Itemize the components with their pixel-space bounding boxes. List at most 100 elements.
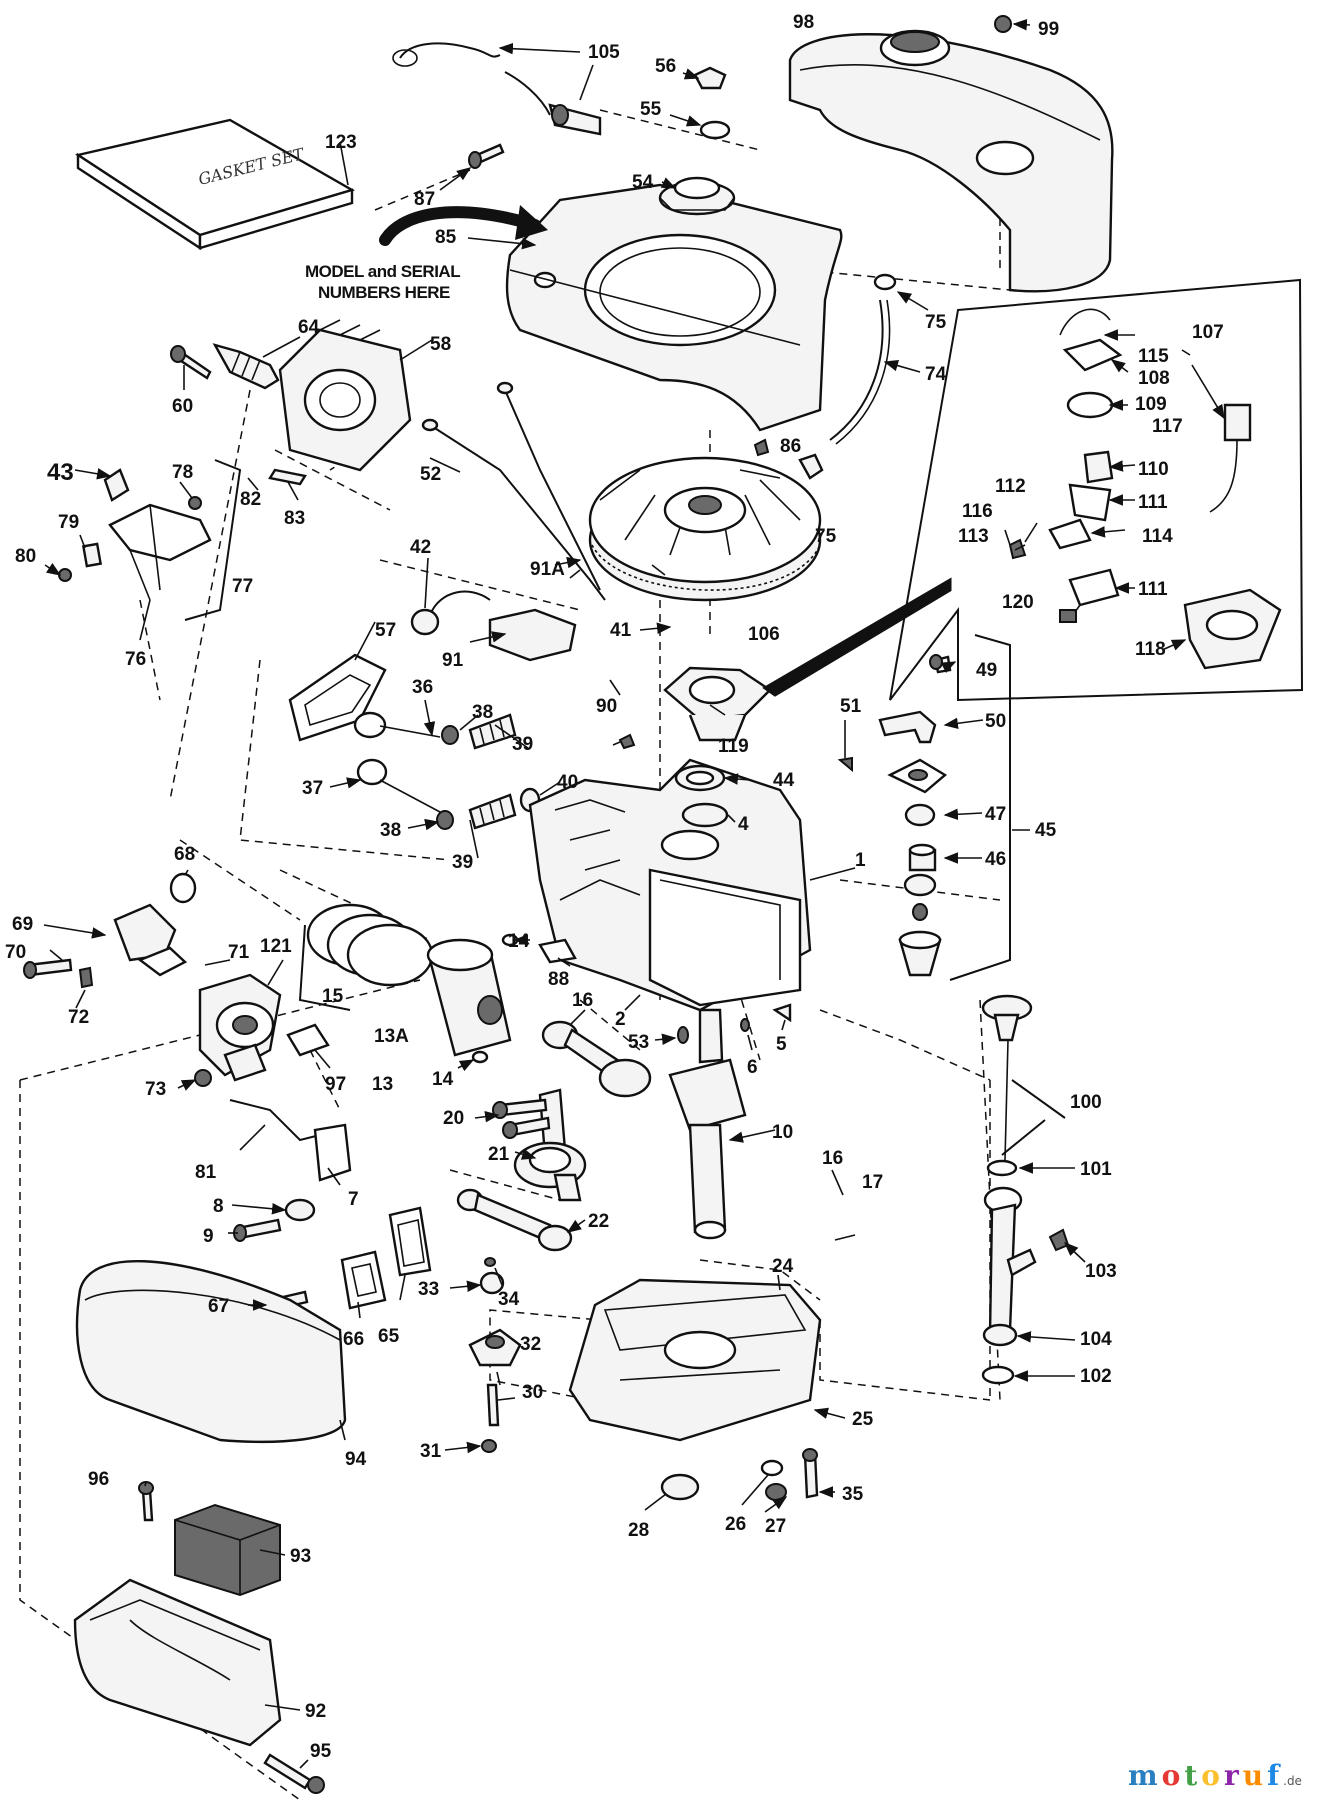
cylinder-head bbox=[278, 319, 412, 472]
callout-95: 95 bbox=[310, 1741, 332, 1762]
callout-5: 5 bbox=[776, 1034, 787, 1055]
breather-screw bbox=[929, 654, 952, 674]
callout-32: 32 bbox=[520, 1334, 541, 1355]
callout-54: 54 bbox=[632, 172, 654, 193]
breather-cap bbox=[912, 903, 928, 921]
washer-31 bbox=[481, 1439, 497, 1453]
callout-120: 120 bbox=[1002, 592, 1034, 613]
callout-118: 118 bbox=[1135, 639, 1166, 660]
callout-41: 41 bbox=[610, 620, 632, 641]
callout-65: 65 bbox=[378, 1326, 400, 1347]
callout-27: 27 bbox=[765, 1516, 786, 1537]
bracket-7 bbox=[313, 1123, 352, 1182]
oring-101 bbox=[986, 1159, 1018, 1177]
callout-99: 99 bbox=[1038, 19, 1059, 40]
carburetor bbox=[198, 973, 282, 1082]
callout-74: 74 bbox=[925, 364, 947, 385]
gasket-66 bbox=[340, 1250, 387, 1310]
callout-93: 93 bbox=[290, 1546, 311, 1567]
screw-9 bbox=[233, 1218, 282, 1242]
callout-21: 21 bbox=[488, 1144, 510, 1165]
callout-92: 92 bbox=[305, 1701, 326, 1722]
callout-71: 71 bbox=[228, 942, 250, 963]
callout-55: 55 bbox=[640, 99, 662, 120]
callout-1: 1 bbox=[855, 850, 866, 871]
callout-90: 90 bbox=[596, 696, 617, 717]
callout-60: 60 bbox=[172, 396, 193, 417]
callout-38-top: 38 bbox=[472, 702, 493, 723]
bolt-20a bbox=[492, 1098, 548, 1119]
callout-56: 56 bbox=[655, 56, 676, 77]
callout-97: 97 bbox=[325, 1074, 346, 1095]
callout-34: 34 bbox=[498, 1289, 520, 1310]
top-shroud-cover bbox=[788, 29, 1114, 293]
spark-plug bbox=[212, 343, 280, 390]
sump-bolt-35 bbox=[802, 1448, 819, 1499]
callout-105: 105 bbox=[588, 42, 620, 63]
callout-38-bottom: 38 bbox=[380, 820, 401, 841]
breather-tube bbox=[878, 710, 937, 744]
callout-101: 101 bbox=[1080, 1159, 1112, 1180]
shaft-30 bbox=[486, 1383, 500, 1427]
callout-44: 44 bbox=[773, 770, 795, 791]
piston-rings bbox=[306, 903, 434, 987]
dowel-6 bbox=[740, 1018, 750, 1032]
callout-111-bottom: 111 bbox=[1138, 579, 1168, 600]
cover-knob bbox=[994, 15, 1012, 33]
dipstick bbox=[981, 994, 1033, 1161]
gasket-65 bbox=[388, 1206, 432, 1277]
breather-gasket-47 bbox=[904, 803, 936, 827]
callout-106: 106 bbox=[748, 624, 780, 645]
callout-121: 121 bbox=[260, 936, 292, 957]
callout-42: 42 bbox=[410, 537, 431, 558]
callout-82: 82 bbox=[240, 489, 261, 510]
flywheel bbox=[588, 456, 822, 602]
throttle-link-81 bbox=[229, 1099, 321, 1142]
callout-111-top: 111 bbox=[1138, 492, 1168, 513]
callout-116: 116 bbox=[962, 501, 993, 522]
callout-26: 26 bbox=[725, 1514, 746, 1535]
crankcase-sump bbox=[568, 1278, 822, 1442]
callout-16-clip: 16 bbox=[822, 1148, 843, 1169]
fuel-drain-73 bbox=[194, 1069, 212, 1087]
callout-37: 37 bbox=[302, 778, 323, 799]
watermark-letter-3: o bbox=[1201, 1759, 1220, 1792]
callout-52: 52 bbox=[420, 464, 441, 485]
inset-pointer-arrow bbox=[762, 577, 952, 697]
watermark-letter-0: m bbox=[1128, 1759, 1158, 1792]
breather-seal-46 bbox=[908, 843, 937, 872]
callout-30: 30 bbox=[522, 1382, 543, 1403]
gasket-71 bbox=[137, 946, 188, 977]
air-filter-element bbox=[174, 1503, 281, 1597]
rod-bolt-5 bbox=[772, 1003, 792, 1023]
callout-10: 10 bbox=[772, 1122, 793, 1143]
callout-58: 58 bbox=[430, 334, 451, 355]
air-cleaner-cover bbox=[75, 1260, 347, 1443]
governor-lever bbox=[456, 1188, 573, 1252]
stop-wire bbox=[421, 381, 606, 601]
breather-body bbox=[898, 930, 942, 977]
callout-49: 49 bbox=[976, 660, 997, 681]
callout-33: 33 bbox=[418, 1279, 439, 1300]
bearing-4 bbox=[681, 802, 729, 828]
bracket-45 bbox=[949, 634, 1011, 981]
callout-24: 24 bbox=[772, 1256, 794, 1277]
callout-72: 72 bbox=[68, 1007, 89, 1028]
callout-68: 68 bbox=[174, 844, 195, 865]
callout-85: 85 bbox=[435, 227, 457, 248]
callout-13A: 13A bbox=[374, 1026, 409, 1047]
model-note-arrowhead bbox=[515, 205, 548, 240]
bracket-77 bbox=[184, 459, 242, 621]
callout-104: 104 bbox=[1080, 1329, 1112, 1350]
callout-87: 87 bbox=[414, 189, 435, 210]
callout-91A: 91A bbox=[530, 559, 565, 580]
retainer-14b bbox=[471, 1050, 489, 1064]
callout-112: 112 bbox=[995, 476, 1026, 497]
callout-20: 20 bbox=[443, 1108, 464, 1129]
valve-spring-39b bbox=[468, 793, 517, 830]
air-cleaner-base bbox=[73, 1578, 282, 1747]
callout-57: 57 bbox=[375, 620, 396, 641]
callout-50: 50 bbox=[985, 711, 1006, 732]
callout-91: 91 bbox=[442, 650, 464, 671]
